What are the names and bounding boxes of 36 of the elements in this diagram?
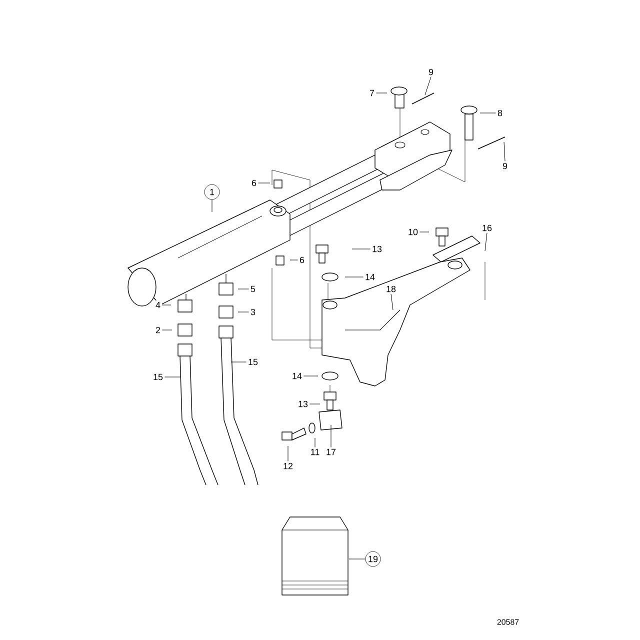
leader-line [376,92,388,94]
callout-number: 8 [496,108,504,118]
leader-line [348,558,366,560]
callout-number: 7 [368,88,376,98]
callout-number: 9 [427,67,435,77]
callout-number: 14 [364,272,376,282]
callout-number: 5 [249,284,257,294]
leader-line [330,424,332,448]
callout-number: 4 [154,300,162,310]
callout-number: 3 [249,307,257,317]
callout-number: 9 [501,161,509,171]
callout-number: 13 [370,244,384,254]
callout-number: 16 [480,223,494,233]
leader-line [314,438,316,448]
callout-number: 11 [308,447,322,457]
leader-line [424,76,432,96]
leader-line [344,276,364,278]
callout-number: 15 [152,372,164,382]
callout-number: 12 [282,461,294,471]
leader-line [258,182,270,184]
callout-number: 6 [298,255,306,265]
callout-number: 15 [246,357,260,367]
callout-number: 10 [406,227,420,237]
leader-line [164,376,182,378]
leader-line [480,112,496,114]
callout-number: 14 [290,371,304,381]
callout-number: 13 [296,399,310,409]
leader-line [352,248,371,250]
leader-line [484,232,488,252]
leader-line [390,294,394,310]
leader-line [162,304,172,306]
callout-number: 6 [250,178,258,188]
leader-line [504,142,506,162]
callout-number: 2 [154,325,162,335]
callout-number: 17 [324,447,338,457]
leader-line [238,288,250,290]
